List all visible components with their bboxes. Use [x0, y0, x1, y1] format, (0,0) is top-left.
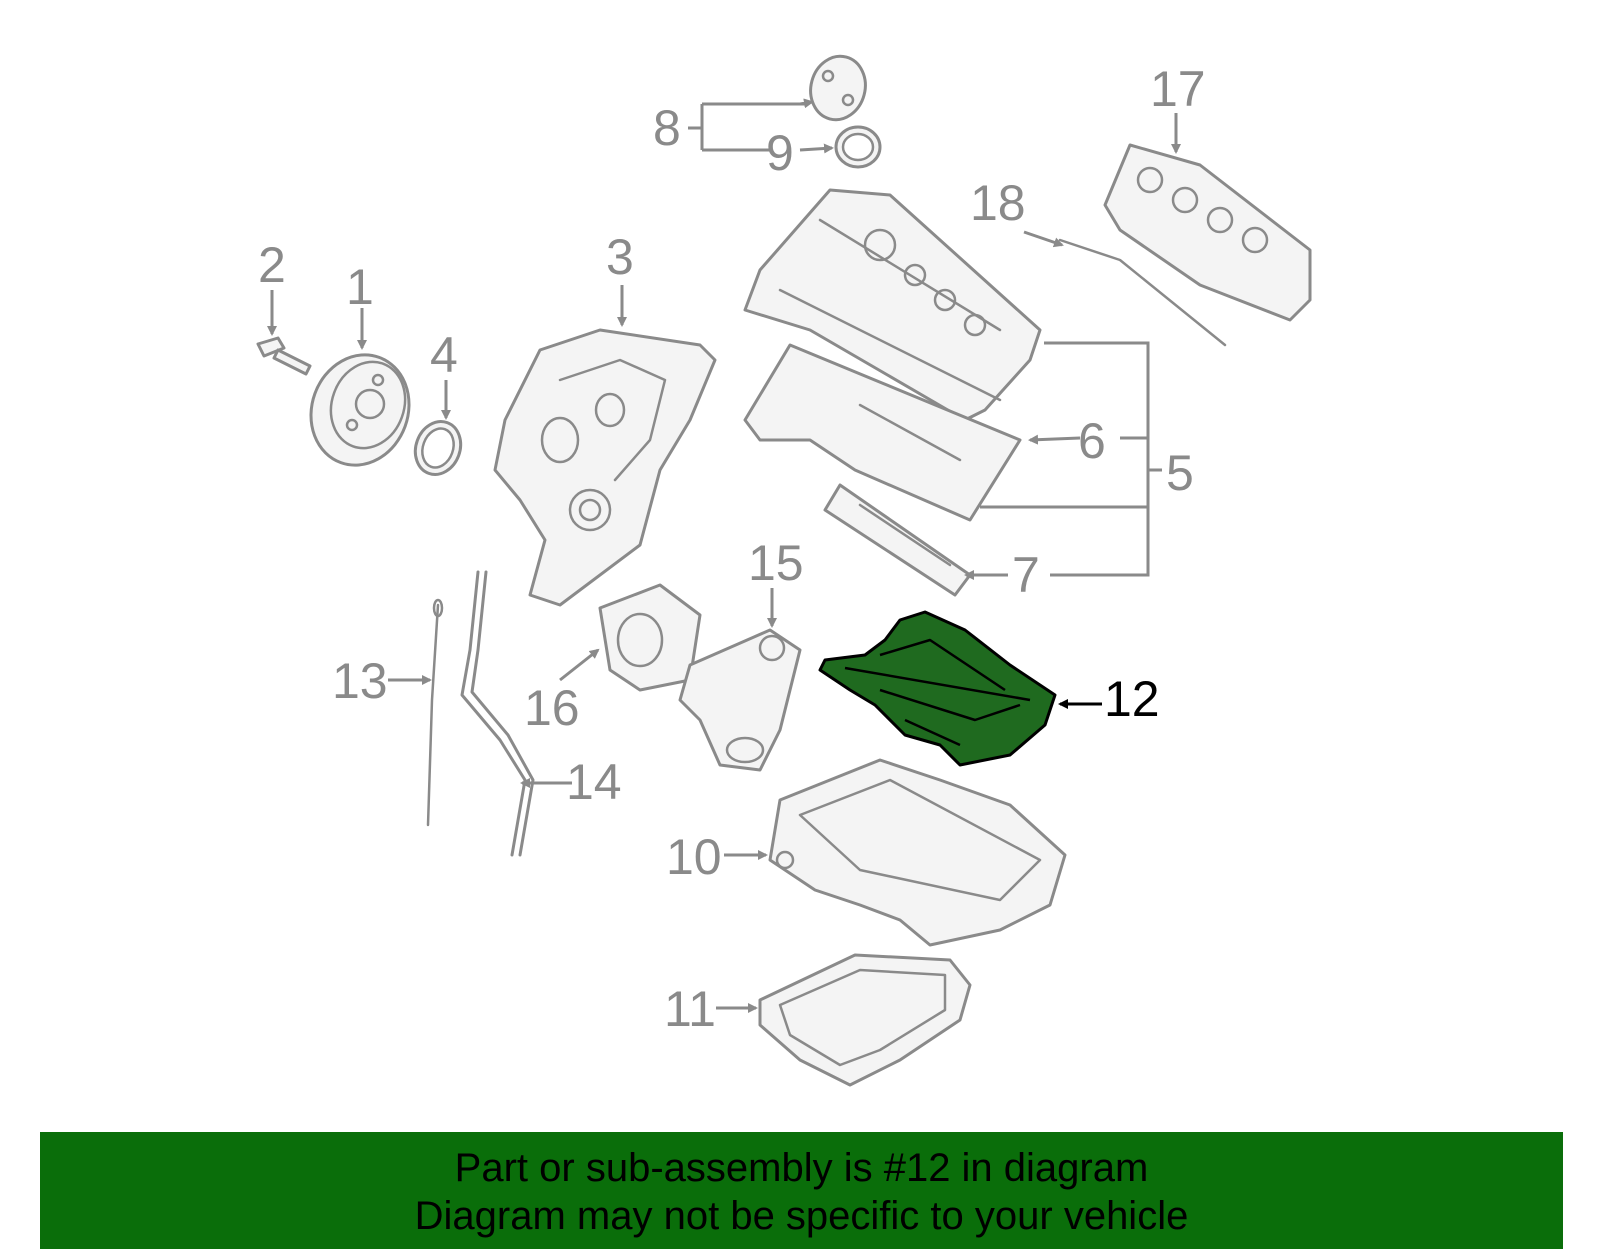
part-10-upper-oil-pan	[768, 758, 1067, 947]
callout-12-highlighted: 12	[1104, 671, 1160, 727]
callout-numbers: 1 2 3 4 5 6 7 8 9 10 11 12 13 14 15 16 1…	[258, 61, 1206, 1037]
part-2-bolt	[256, 336, 312, 376]
part-13-dipstick	[426, 598, 444, 827]
part-12-baffle-highlighted	[818, 610, 1057, 767]
callout-9: 9	[766, 125, 794, 181]
callout-17: 17	[1150, 61, 1206, 117]
callout-6: 6	[1078, 413, 1106, 469]
callout-15: 15	[748, 535, 804, 591]
part-4-seal-ring	[413, 420, 463, 476]
callout-16: 16	[524, 680, 580, 736]
callout-7: 7	[1012, 547, 1040, 603]
callout-1: 1	[346, 259, 374, 315]
callout-10: 10	[666, 829, 722, 885]
part-7-gasket	[823, 483, 972, 597]
callout-13: 13	[332, 653, 388, 709]
callout-8: 8	[653, 100, 681, 156]
part-9-cap-gasket	[834, 125, 882, 169]
part-5-valve-cover-assembly	[743, 188, 1042, 422]
part-14-dipstick-tube	[460, 570, 535, 857]
callout-5: 5	[1166, 445, 1194, 501]
part-8-oil-filler-cap	[809, 54, 867, 122]
callout-14: 14	[566, 754, 622, 810]
part-15-oil-pump	[678, 628, 802, 772]
part-3-timing-cover	[493, 328, 717, 607]
callout-11: 11	[664, 981, 716, 1037]
part-11-lower-oil-pan	[758, 953, 972, 1087]
callout-3: 3	[606, 229, 634, 285]
info-banner: Part or sub-assembly is #12 in diagram D…	[40, 1132, 1563, 1249]
banner-line-part-number: Part or sub-assembly is #12 in diagram	[454, 1146, 1149, 1190]
callout-18: 18	[970, 175, 1026, 231]
leader-lines	[267, 98, 1181, 1013]
parts-diagram: 1 2 3 4 5 6 7 8 9 10 11 12 13 14 15 16 1…	[256, 54, 1312, 1087]
part-18-gasket	[1058, 238, 1227, 347]
callout-4: 4	[430, 327, 458, 383]
banner-line-disclaimer: Diagram may not be specific to your vehi…	[414, 1194, 1189, 1238]
callout-2: 2	[258, 237, 286, 293]
part-1-pulley	[309, 353, 411, 467]
part-6-valve-cover-gasket	[743, 343, 1022, 522]
part-17-manifold	[1103, 143, 1312, 322]
part-16-cover	[598, 583, 702, 692]
